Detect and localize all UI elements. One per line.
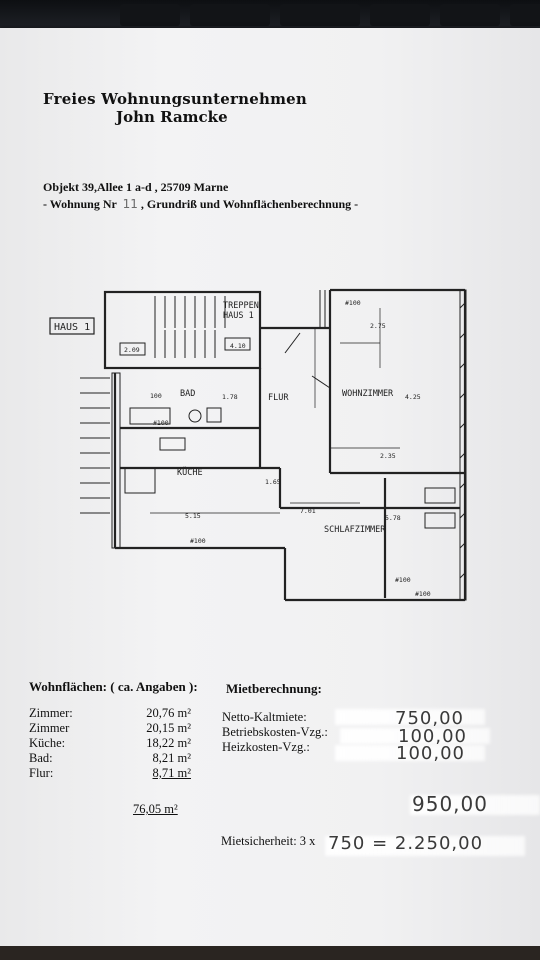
area-value: 8,21 m²	[152, 751, 191, 765]
staircase	[119, 296, 251, 358]
area-name: Bad:	[29, 751, 53, 765]
dim-label: 1.78	[222, 393, 238, 401]
area-row: Flur: 8,71 m²	[29, 766, 191, 781]
company-name: Freies Wohnungsunternehmen	[43, 90, 307, 108]
dim-label: 2.09	[124, 346, 140, 354]
dim-label: 4.25	[405, 393, 421, 401]
walls	[103, 288, 467, 602]
handwritten-value: 100,00	[398, 726, 467, 747]
deposit-label: Mietsicherheit: 3 x	[221, 834, 316, 848]
dim-label: 2.35	[380, 452, 396, 460]
dim-label: #100	[345, 299, 361, 307]
apartment-number: 11	[122, 197, 138, 211]
haus-box	[49, 317, 95, 335]
dim-label: #100	[153, 419, 169, 427]
area-row: Bad: 8,21 m²	[29, 751, 191, 766]
area-value: 18,22 m²	[146, 736, 191, 750]
dim-label: #100	[395, 576, 411, 584]
dim-label: 4.10	[230, 342, 246, 350]
redaction-strip	[410, 795, 540, 815]
area-row: Zimmer: 20,76 m²	[29, 706, 191, 721]
key	[440, 4, 500, 26]
label-haus: HAUS 1	[54, 322, 90, 333]
area-name: Zimmer	[29, 721, 70, 735]
handwritten-value: 100,00	[396, 743, 465, 764]
rent-label: Betriebskosten-Vzg.:	[222, 725, 328, 739]
rent-label: Netto-Kaltmiete:	[222, 710, 307, 724]
label-treppenhaus-1: TREPPEN	[223, 301, 259, 311]
keyboard-background	[0, 0, 540, 32]
area-name: Flur:	[29, 766, 54, 780]
key	[510, 4, 540, 26]
document-subtitle: - Wohnung Nr 11, Grundriß und Wohnfläche…	[43, 197, 359, 211]
redaction-strip	[335, 745, 485, 761]
handwritten-deposit: 750 = 2.250,00	[328, 833, 484, 854]
key	[370, 4, 430, 26]
area-value: 20,76 m²	[146, 706, 191, 720]
dim-label: 7.01	[300, 507, 316, 515]
dim-label: 2.75	[370, 322, 386, 330]
object-address: Objekt 39,Allee 1 a-d , 25709 Marne	[43, 180, 229, 194]
label-kueche: KÜCHE	[177, 467, 203, 478]
area-value: 8,71 m²	[152, 766, 191, 780]
redaction-strip	[325, 836, 525, 856]
area-total: 76,05 m²	[133, 802, 178, 816]
area-row: Küche: 18,22 m²	[29, 736, 191, 751]
label-wohnzimmer: WOHNZIMMER	[342, 389, 394, 399]
wall-hatching	[80, 289, 467, 601]
fixtures	[124, 332, 456, 529]
dim-label: 100	[150, 392, 162, 400]
dim-label: 1.65	[265, 478, 281, 486]
floor-plan: HAUS 1 TREPPEN HAUS 1 BAD FLUR KÜCHE WOH…	[49, 288, 467, 602]
key	[120, 4, 180, 26]
label-treppenhaus-2: HAUS 1	[223, 311, 254, 321]
redaction-strip	[335, 709, 485, 725]
subtitle-suffix: Grundriß und Wohnflächenberechnung -	[146, 197, 359, 211]
company-owner: John Ramcke	[116, 108, 228, 126]
dim-label: #100	[190, 537, 206, 545]
table-surface	[0, 946, 540, 960]
handwritten-sum: 950,00	[412, 792, 488, 816]
key	[190, 4, 270, 26]
mietberechnung-heading: Mietberechnung:	[226, 681, 322, 696]
subtitle-prefix: - Wohnung Nr	[43, 197, 117, 211]
area-value: 20,15 m²	[146, 721, 191, 735]
wohnflaechen-heading: Wohnflächen: ( ca. Angaben ):	[29, 679, 198, 694]
area-row: Zimmer 20,15 m²	[29, 721, 191, 736]
dim-label: 5.78	[385, 514, 401, 522]
area-name: Küche:	[29, 736, 66, 750]
area-name: Zimmer:	[29, 706, 73, 720]
dim-label: #100	[415, 590, 431, 598]
dimension-lines	[150, 308, 400, 514]
label-schlafzimmer: SCHLAFZIMMER	[324, 525, 386, 535]
label-flur: FLUR	[268, 393, 289, 403]
dim-label: 5.15	[185, 512, 201, 520]
handwritten-value: 750,00	[395, 708, 464, 729]
redaction-strip	[340, 728, 490, 744]
rent-label: Heizkosten-Vzg.:	[222, 740, 310, 754]
label-bad: BAD	[180, 389, 195, 399]
key	[280, 4, 360, 26]
